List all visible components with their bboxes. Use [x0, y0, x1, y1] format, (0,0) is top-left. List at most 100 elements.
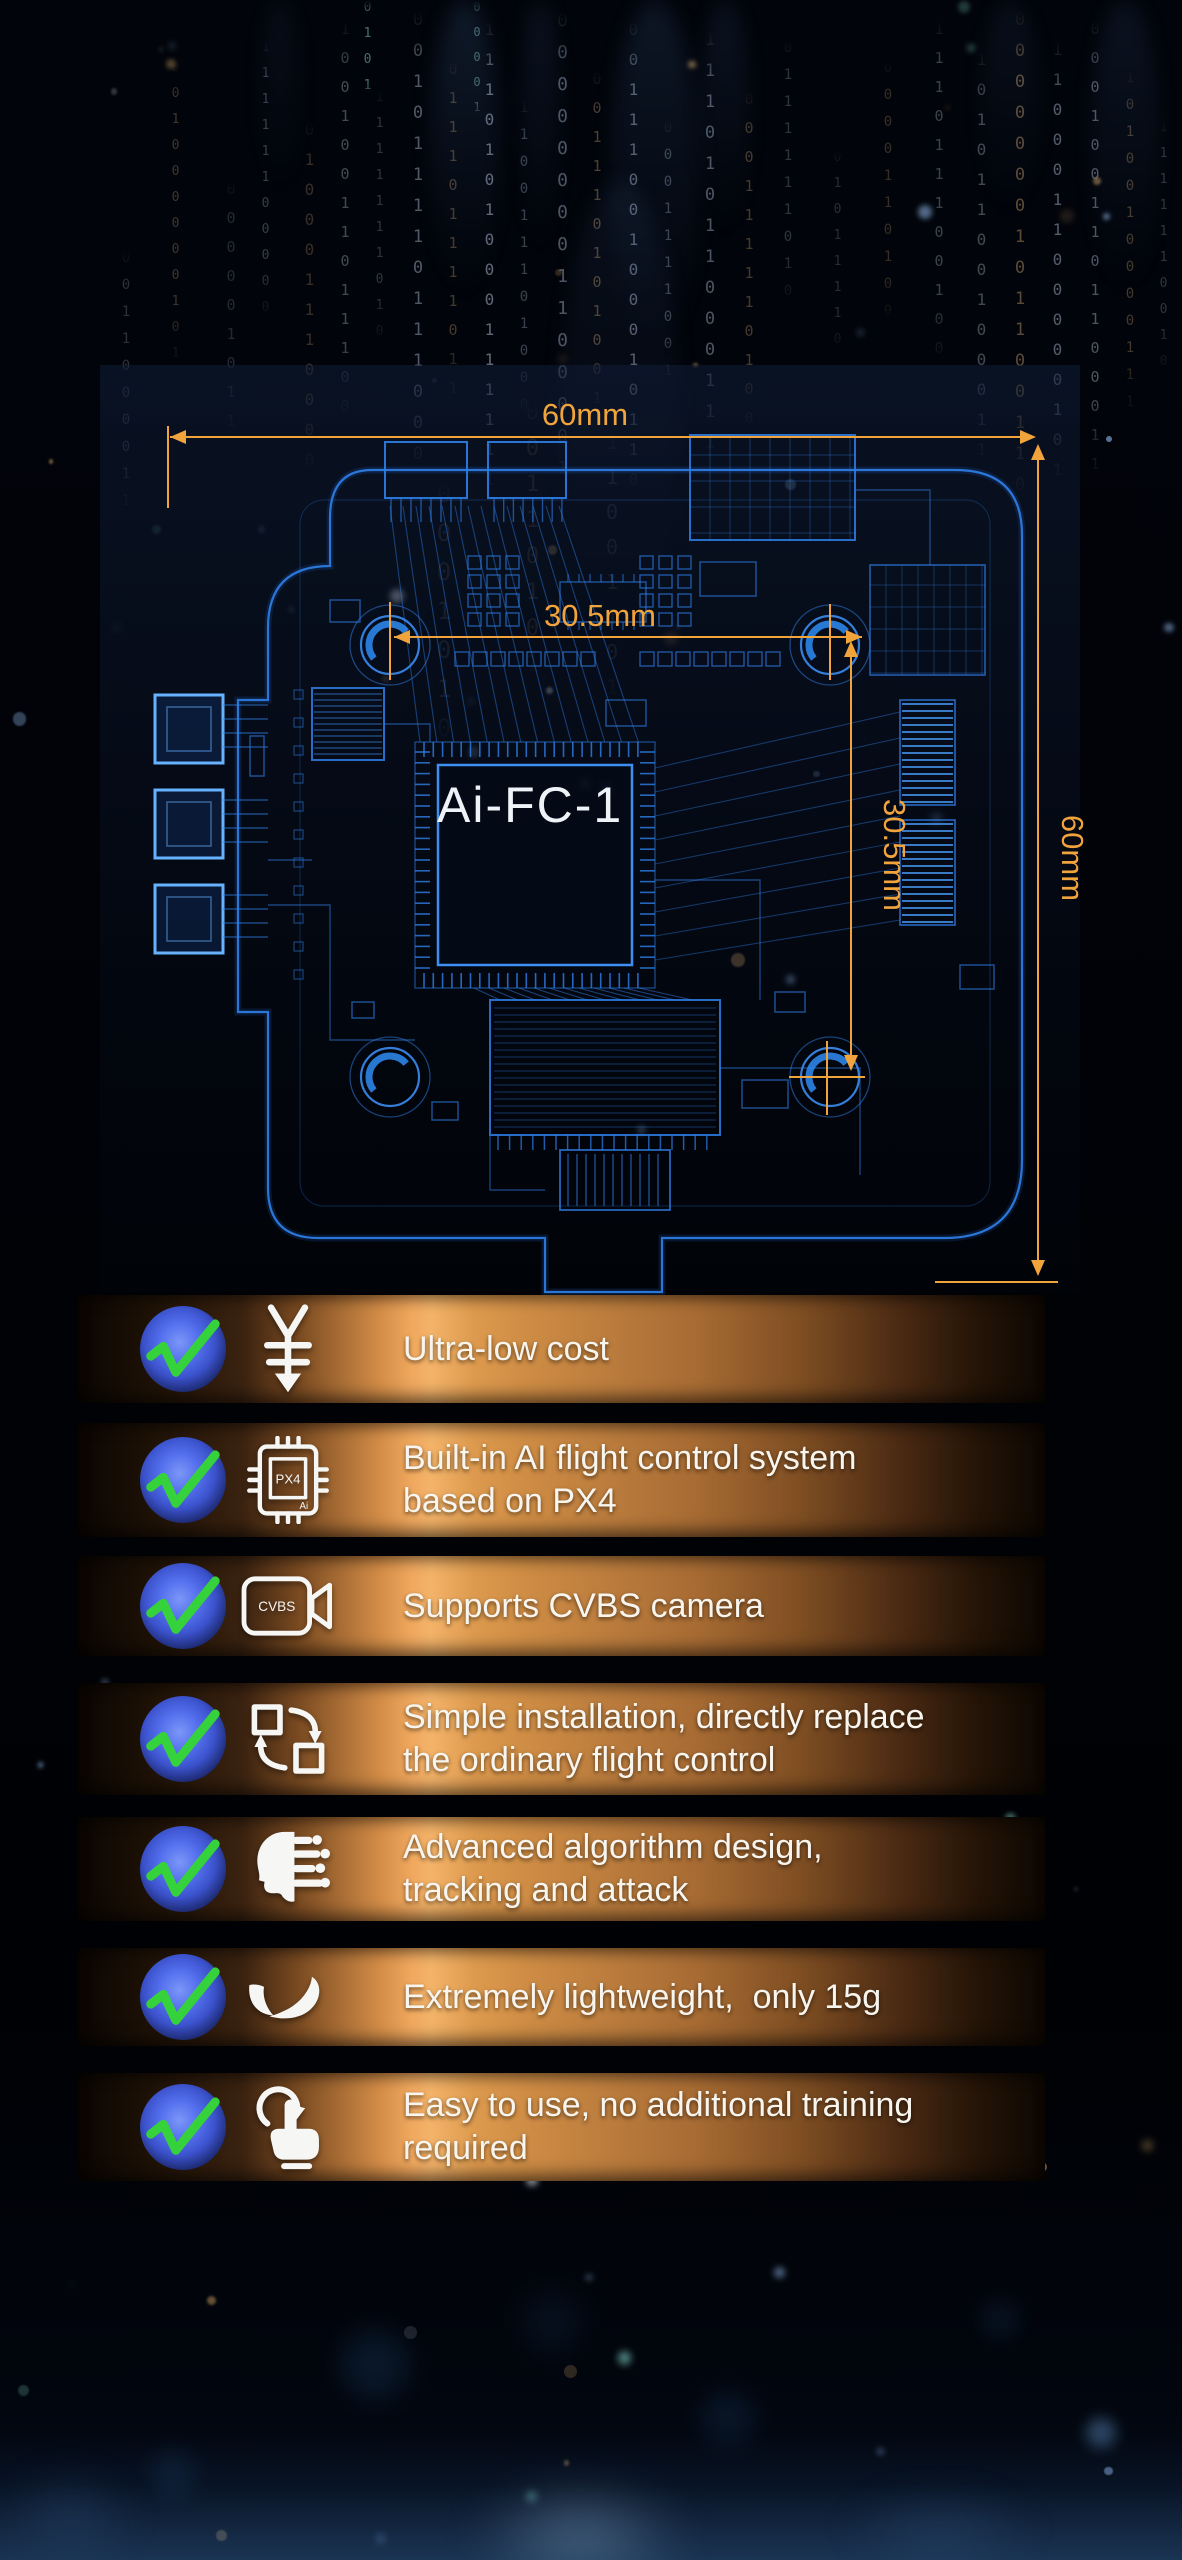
bokeh-dot: [390, 589, 404, 604]
check-icon: [140, 2084, 226, 2170]
feature-line: Extremely lightweight, only 15g: [403, 1977, 882, 2016]
bokeh-dot: [165, 58, 177, 70]
matrix-column: 0001001101100011: [1086, 20, 1104, 484]
water-glow: [840, 2490, 1040, 2560]
bokeh-dot: [114, 625, 119, 630]
bokeh-dot: [786, 974, 796, 984]
bokeh-dot: [579, 777, 592, 790]
feature-line: Simple installation, directly replace: [403, 1698, 925, 1736]
left-connectors: [153, 693, 225, 955]
arrow-left-icon: [170, 430, 186, 444]
touch-easy-use-icon: [238, 2084, 338, 2170]
bokeh-dot: [37, 1762, 43, 1768]
check-icon: [140, 1954, 226, 2040]
bokeh-dot: [69, 2282, 75, 2288]
bokeh-dot: [1164, 622, 1174, 633]
bokeh-dot: [586, 2274, 593, 2281]
feature-bar: [78, 1423, 1045, 1537]
bokeh-blob: [980, 2300, 1020, 2340]
feature-bar: [78, 1683, 1045, 1795]
svg-text:CVBS: CVBS: [258, 1599, 295, 1614]
feature-bar: [78, 1817, 1045, 1921]
light-streak: [980, 0, 1040, 220]
bokeh-dot: [404, 2326, 418, 2339]
svg-text:Ai: Ai: [300, 1501, 309, 1512]
matrix-column: 01011110: [830, 150, 845, 358]
heatsink: [311, 687, 385, 761]
mcu-chip: [436, 763, 634, 967]
dimension-label-right: 60mm: [1055, 815, 1090, 901]
bokeh-dot: [693, 362, 698, 368]
bokeh-dot: [785, 478, 797, 490]
bokeh-dot: [688, 60, 696, 68]
feature-text: Advanced algorithm design, tracking and …: [403, 1817, 1015, 1921]
light-streak: [260, 0, 300, 200]
check-icon: [140, 1696, 226, 1782]
feature-row: Ultra-low cost: [78, 1295, 1045, 1403]
matrix-column: 11101011000111: [700, 30, 720, 464]
matrix-column: 000111110100: [740, 90, 758, 438]
arrow-down-icon: [1031, 1260, 1045, 1276]
water-glow: [0, 2470, 140, 2560]
matrix-column: 0000110100: [880, 60, 896, 330]
lower-chip: [489, 999, 721, 1136]
feature-row: Advanced algorithm design, tracking and …: [78, 1817, 1045, 1921]
water-glow: [470, 2480, 690, 2560]
matrix-column: 0001111001: [660, 120, 676, 390]
feature-line: Advanced algorithm design,: [403, 1828, 823, 1866]
light-streak: [1090, 0, 1160, 300]
matrix-column: 0111111010: [780, 40, 796, 310]
bokeh-dot: [617, 2351, 632, 2365]
check-icon: [140, 1437, 226, 1523]
bokeh-dot: [957, 0, 970, 13]
feature-bar: [78, 1948, 1045, 2046]
feather-lightweight-icon: [238, 1964, 338, 2030]
bokeh-dot: [813, 771, 820, 778]
bokeh-dot: [152, 525, 162, 535]
bokeh-dot: [1103, 212, 1111, 220]
bokeh-dot: [676, 624, 681, 629]
svg-text:PX4: PX4: [276, 1472, 301, 1487]
matrix-column: 10010011011100: [336, 20, 354, 426]
feature-text: Built-in AI flight control system based …: [403, 1423, 1015, 1537]
bokeh-dot: [563, 2364, 577, 2378]
feature-row: Extremely lightweight, only 15g: [78, 1948, 1045, 2046]
feature-text: Ultra-low cost: [403, 1295, 1015, 1403]
matrix-column: 0011000011: [118, 250, 134, 520]
feature-line: Easy to use, no additional training: [403, 2086, 914, 2124]
arrow-up-icon: [1031, 444, 1045, 460]
feature-bar: [78, 1295, 1045, 1403]
matrix-column: 011101111011: [444, 60, 462, 408]
product-label: Ai-FC-1: [437, 777, 623, 833]
light-streak: [700, 0, 750, 240]
feature-text: Supports CVBS camera: [403, 1556, 1015, 1656]
feature-row: Easy to use, no additional training requ…: [78, 2073, 1045, 2181]
arrow-left-icon: [394, 630, 410, 644]
matrix-column: 00001: [470, 0, 484, 125]
arrow-up-icon: [844, 641, 858, 657]
feature-line: Supports CVBS camera: [403, 1586, 764, 1625]
bokeh-dot: [382, 676, 389, 683]
bokeh-dot: [918, 205, 932, 220]
light-streak: [430, 0, 500, 300]
bokeh-dot: [774, 2266, 786, 2279]
check-icon: [140, 1306, 226, 1392]
arrow-right-icon: [846, 630, 862, 644]
bokeh-dot: [559, 356, 565, 362]
yen-cost-down-icon: [238, 1302, 338, 1396]
matrix-column: 010001110000: [300, 120, 319, 480]
replace-swap-icon: [238, 1699, 338, 1779]
matrix-column: 1111111010: [372, 90, 387, 350]
bokeh-dot: [636, 1125, 647, 1135]
bokeh-dot: [1073, 1887, 1078, 1892]
bokeh-dot: [1106, 436, 1113, 442]
bokeh-dot: [858, 329, 864, 335]
matrix-column: 1111110010: [1156, 120, 1171, 380]
matrix-column: 000001011: [222, 180, 240, 441]
right-module: [869, 564, 986, 676]
bokeh-dot: [944, 104, 951, 111]
cvbs-camera-icon: CVBS: [238, 1569, 338, 1643]
bokeh-dot: [101, 1678, 110, 1687]
bokeh-dot: [258, 526, 266, 534]
